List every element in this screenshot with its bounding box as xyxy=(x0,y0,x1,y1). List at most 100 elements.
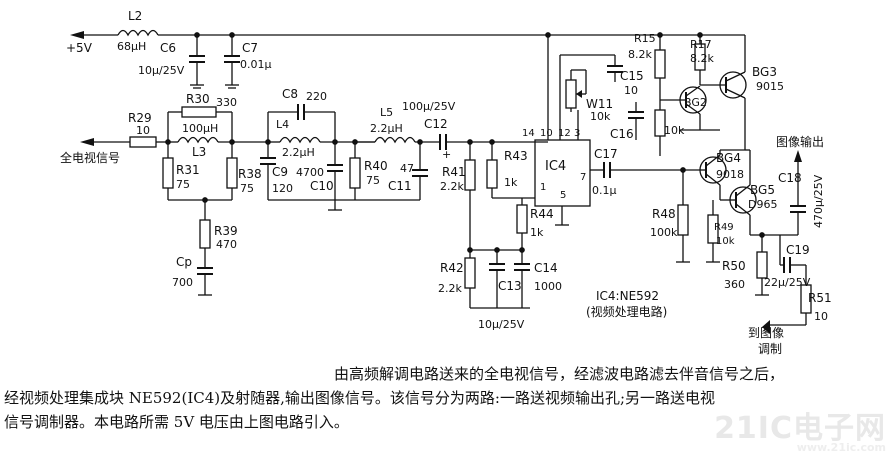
W11-val: 10k xyxy=(590,110,611,123)
R15-ref: R15 xyxy=(634,32,656,45)
C9-val: 120 xyxy=(272,182,293,195)
C14-ref: C14 xyxy=(534,261,558,275)
resistor-R48 xyxy=(677,204,689,236)
L5-ref: L5 xyxy=(380,106,393,119)
resistor-R50 xyxy=(756,251,768,279)
R42-val: 2.2k xyxy=(438,282,462,295)
resistor-R39 xyxy=(199,219,211,249)
output-label: 图像输出 xyxy=(776,134,824,149)
C17-val: 0.1μ xyxy=(592,184,617,197)
C8-val: 220 xyxy=(306,90,327,103)
input-label: 全电视信号 xyxy=(60,150,120,165)
L3-val: 100μH xyxy=(182,122,218,135)
R30-val: 330 xyxy=(216,96,237,109)
watermark-sub: www.21ic.com xyxy=(796,441,886,454)
R39-val: 470 xyxy=(216,238,237,251)
BG3-ref: BG3 xyxy=(752,65,777,79)
ic4-pin-7: 7 xyxy=(580,172,586,183)
L3-ref: L3 xyxy=(192,145,206,159)
inductor-L3 xyxy=(177,136,219,144)
C11-ref: C11 xyxy=(388,179,412,193)
ic4-pin-10: 10 xyxy=(540,128,553,139)
R15-val: 8.2k xyxy=(628,48,652,61)
R49-ref: R49 xyxy=(714,222,734,233)
R17-val: 8.2k xyxy=(690,52,714,65)
C12-val: 100μ/25V xyxy=(402,100,456,113)
to-modulator-label-2: 调制 xyxy=(758,342,782,356)
L5-val: 2.2μH xyxy=(370,122,403,135)
R50-val: 360 xyxy=(724,278,745,291)
resistor-R44 xyxy=(516,204,528,234)
caption: 由高频解调电路送来的全电视信号，经滤波电路滤去伴音信号之后， 经视频处理集成块 … xyxy=(0,362,880,434)
R29-val: 10 xyxy=(136,124,150,137)
inductor-L2 xyxy=(117,29,159,37)
R16-val: 10k xyxy=(664,124,685,137)
C12-ref: C12 xyxy=(424,117,448,131)
C15-ref: C15 xyxy=(620,69,644,83)
R49-val: 10k xyxy=(716,236,735,247)
inductor-L4 xyxy=(279,136,321,144)
W11-ref: W11 xyxy=(586,97,613,111)
ic-note-title: IC4:NE592 xyxy=(596,289,659,303)
C8-ref: C8 xyxy=(282,87,298,101)
R31-val: 75 xyxy=(176,178,190,191)
R17-ref: R17 xyxy=(690,38,712,51)
C13-ref: C13 xyxy=(498,279,522,293)
R41-val: 2.2k xyxy=(440,180,464,193)
to-modulator-label-1: 到图像 xyxy=(748,326,784,340)
caption-line-2: 经视频处理集成块 NE592(IC4)及射随器,输出图像信号。该信号分为两路:一… xyxy=(4,389,716,407)
caption-line-1: 由高频解调电路送来的全电视信号，经滤波电路滤去伴音信号之后， xyxy=(334,365,785,383)
resistor-R40 xyxy=(349,157,361,189)
R40-ref: R40 xyxy=(364,159,388,173)
C11-val: 47 xyxy=(400,162,414,175)
ic4-pin-3: 3 xyxy=(574,128,580,139)
R38-ref: R38 xyxy=(238,167,262,181)
C9-ref: C9 xyxy=(272,165,288,179)
potentiometer-W11 xyxy=(565,79,577,109)
R39-ref: R39 xyxy=(214,224,238,238)
BG2-ref: BG2 xyxy=(684,96,707,109)
R41-ref: R41 xyxy=(442,165,466,179)
C18-ref: C18 xyxy=(778,171,802,185)
C19-val: 22μ/25V xyxy=(764,276,811,289)
C10-ref: C10 xyxy=(310,179,334,193)
resistor-R42 xyxy=(464,257,476,289)
watermark: 21IC电子网 www.21ic.com xyxy=(714,403,886,454)
supply-arrow-icon xyxy=(70,31,84,39)
C19-ref: C19 xyxy=(786,243,810,257)
C13-val: 10μ/25V xyxy=(478,318,525,331)
ic4-name: IC4 xyxy=(545,159,566,174)
C17-ref: C17 xyxy=(594,147,618,161)
resistor-R30 xyxy=(181,106,217,118)
ic4-pin-1: 1 xyxy=(540,182,546,193)
resistor-R15 xyxy=(654,49,666,79)
R48-val: 100k xyxy=(650,226,678,239)
R50-ref: R50 xyxy=(722,259,746,273)
resistor-R38 xyxy=(226,157,238,189)
BG3-val: 9015 xyxy=(756,80,784,93)
resistor-R31 xyxy=(162,157,174,189)
L4-ref: L4 xyxy=(276,118,289,131)
C6-val: 10μ/25V xyxy=(138,64,185,77)
BG5-val: D965 xyxy=(748,198,777,211)
Cp-val: 700 xyxy=(172,276,193,289)
C10-val: 4700 xyxy=(296,166,324,179)
resistor-R29 xyxy=(129,136,157,148)
input-arrow-icon xyxy=(80,138,94,146)
R43-ref: R43 xyxy=(504,149,528,163)
R29-ref: R29 xyxy=(128,111,152,125)
C15-val: 10 xyxy=(624,84,638,97)
L2-val: 68μH xyxy=(117,40,146,53)
inductor-L5 xyxy=(374,136,416,144)
R30-ref: R30 xyxy=(186,92,210,106)
R44-val: 1k xyxy=(530,226,544,239)
ic4-pin-12: 12 xyxy=(558,128,571,139)
L4-val: 2.2μH xyxy=(282,146,315,159)
ic4-pin-5: 5 xyxy=(560,190,566,201)
R44-ref: R44 xyxy=(530,207,554,221)
modulator-arrow-icon xyxy=(762,320,770,334)
R43-val: 1k xyxy=(504,176,518,189)
C7-val: 0.01μ xyxy=(240,58,272,71)
R48-ref: R48 xyxy=(652,207,676,221)
